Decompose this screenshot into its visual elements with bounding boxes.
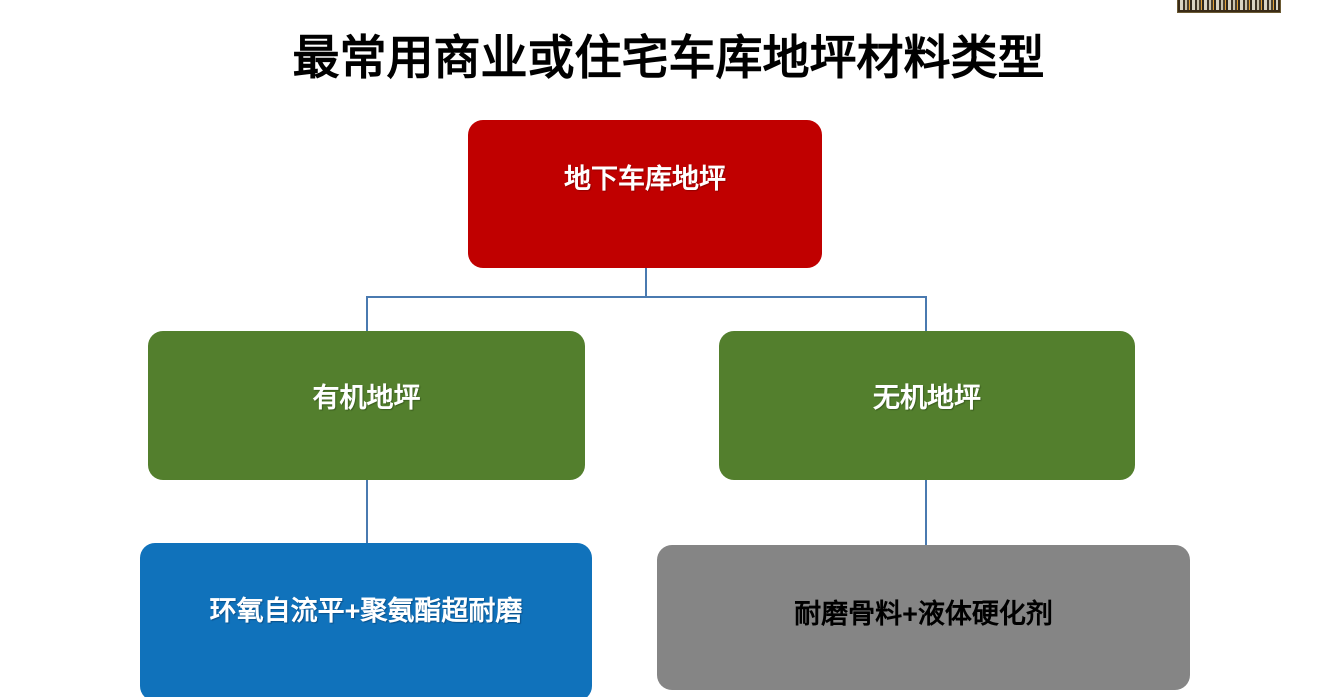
- connector-branch-left-to-leaf-left: [366, 480, 368, 544]
- connector-root-to-branch-right: [925, 296, 927, 332]
- connector-root-stem: [645, 268, 647, 298]
- watermark-banner: [1177, 0, 1281, 13]
- node-root-underground-garage-floor[interactable]: 地下车库地坪: [468, 120, 822, 268]
- node-leaf-right-label: 耐磨骨料+液体硬化剂: [794, 599, 1053, 629]
- connector-horizontal-bar: [366, 296, 927, 298]
- node-leaf-aggregate-hardener[interactable]: 耐磨骨料+液体硬化剂: [657, 545, 1190, 690]
- node-branch-inorganic-floor[interactable]: 无机地坪: [719, 331, 1135, 480]
- watermark-banner-pattern: [1180, 0, 1278, 10]
- node-branch-organic-floor[interactable]: 有机地坪: [148, 331, 585, 480]
- node-root-label: 地下车库地坪: [564, 163, 726, 194]
- node-branch-left-label: 有机地坪: [312, 383, 421, 413]
- node-branch-right-label: 无机地坪: [873, 383, 981, 413]
- connector-branch-right-to-leaf-right: [925, 480, 927, 546]
- node-leaf-left-label: 环氧自流平+聚氨酯超耐磨: [209, 595, 523, 626]
- connector-root-to-branch-left: [366, 296, 368, 332]
- node-leaf-epoxy-polyurethane[interactable]: 环氧自流平+聚氨酯超耐磨: [140, 543, 592, 697]
- page-title: 最常用商业或住宅车库地坪材料类型: [292, 31, 1045, 84]
